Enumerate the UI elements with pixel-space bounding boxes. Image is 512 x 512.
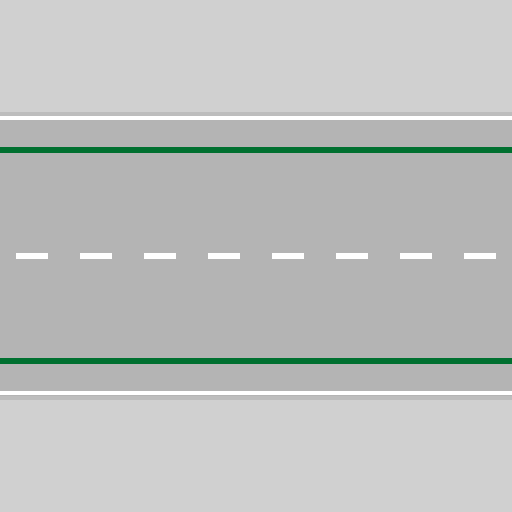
edge-line-bottom	[0, 391, 512, 395]
center-dash	[80, 253, 112, 259]
road-surface	[0, 112, 512, 400]
center-dash	[464, 253, 496, 259]
lane-line-bottom	[0, 358, 512, 364]
center-dash	[208, 253, 240, 259]
curb-top	[0, 112, 512, 116]
center-dash	[144, 253, 176, 259]
center-dash	[400, 253, 432, 259]
center-dash	[16, 253, 48, 259]
lane-line-top	[0, 147, 512, 153]
curb-bottom	[0, 396, 512, 400]
sidewalk-bottom	[0, 400, 512, 512]
center-dash	[336, 253, 368, 259]
sidewalk-top	[0, 0, 512, 112]
edge-line-top	[0, 116, 512, 120]
center-dash	[272, 253, 304, 259]
